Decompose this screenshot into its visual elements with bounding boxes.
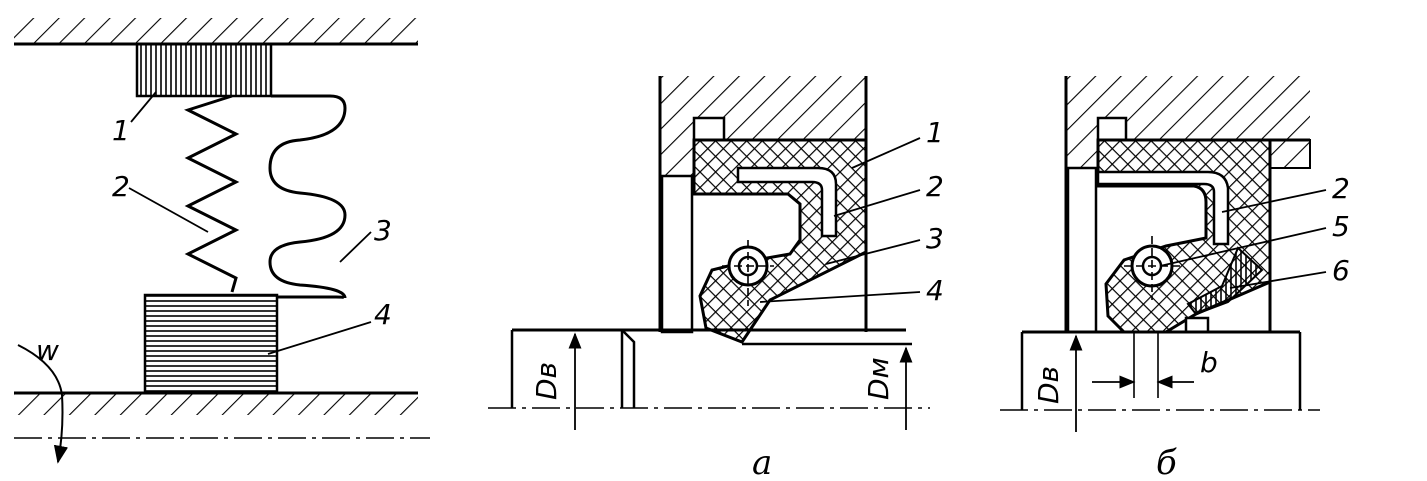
label-a-4: 4 <box>926 274 944 307</box>
cuff-body-b <box>1096 138 1272 334</box>
label-b-2: 2 <box>1332 172 1350 205</box>
metal-frame-part-2-b <box>1096 170 1230 246</box>
label-4: 4 <box>374 298 392 331</box>
leader-1 <box>130 91 157 123</box>
spring-part-2 <box>184 94 240 293</box>
retaining-washer-b <box>1066 166 1098 334</box>
caption-a: a <box>752 443 772 481</box>
leader-b-2 <box>1221 189 1327 213</box>
fixed-ring-part-1 <box>135 42 273 98</box>
dim-label-shaft-a: Dв <box>530 362 563 400</box>
figure-1-schematic: 1 2 3 4 w <box>14 18 430 464</box>
dim-label-width-b: b <box>1200 346 1218 379</box>
housing-notch-b <box>1096 116 1128 142</box>
leader-a-1 <box>851 137 921 169</box>
leader-3 <box>339 231 372 263</box>
housing-hatch-a <box>660 76 865 176</box>
shaft-hatch <box>14 393 418 415</box>
bellows-part-3 <box>268 94 347 300</box>
small-ring-b <box>1184 316 1210 334</box>
label-a-3: 3 <box>926 222 944 255</box>
label-a-2: 2 <box>926 170 944 203</box>
insert-part-6-b <box>1186 246 1264 316</box>
leader-2 <box>128 187 209 233</box>
housing-step-hatch-b <box>1269 139 1311 169</box>
label-2: 2 <box>112 170 130 203</box>
figure-a-cuff-seal: Dв Dм 1 2 3 4 a <box>488 76 944 481</box>
figure-b-cuff-seal: b Dв 2 5 6 б <box>1000 76 1350 481</box>
label-a-1: 1 <box>926 116 944 149</box>
leader-b-6 <box>1229 271 1327 289</box>
leader-a-2 <box>833 189 921 217</box>
caption-b: б <box>1156 443 1177 481</box>
retaining-washer-a <box>660 174 694 334</box>
leader-b-5 <box>1159 227 1327 267</box>
leader-4 <box>267 321 372 355</box>
housing-hatch-b <box>1066 76 1310 168</box>
housing-notch-a <box>692 116 726 142</box>
label-rotation: w <box>36 334 59 367</box>
label-b-6: 6 <box>1332 254 1350 287</box>
rotating-ring-part-4 <box>143 293 279 395</box>
label-1: 1 <box>112 114 130 147</box>
leader-a-4 <box>759 291 921 303</box>
shaft-chamfer-2-a <box>621 329 636 408</box>
leader-a-3 <box>825 239 921 265</box>
dim-label-shaft-b: Dв <box>1032 366 1065 404</box>
label-3: 3 <box>374 214 392 247</box>
top-housing-hatch <box>14 18 418 44</box>
rotation-arrow <box>17 344 69 464</box>
label-b-5: 5 <box>1332 210 1350 243</box>
dim-label-seal-a: Dм <box>862 357 895 400</box>
metal-frame-part-1 <box>736 166 838 238</box>
